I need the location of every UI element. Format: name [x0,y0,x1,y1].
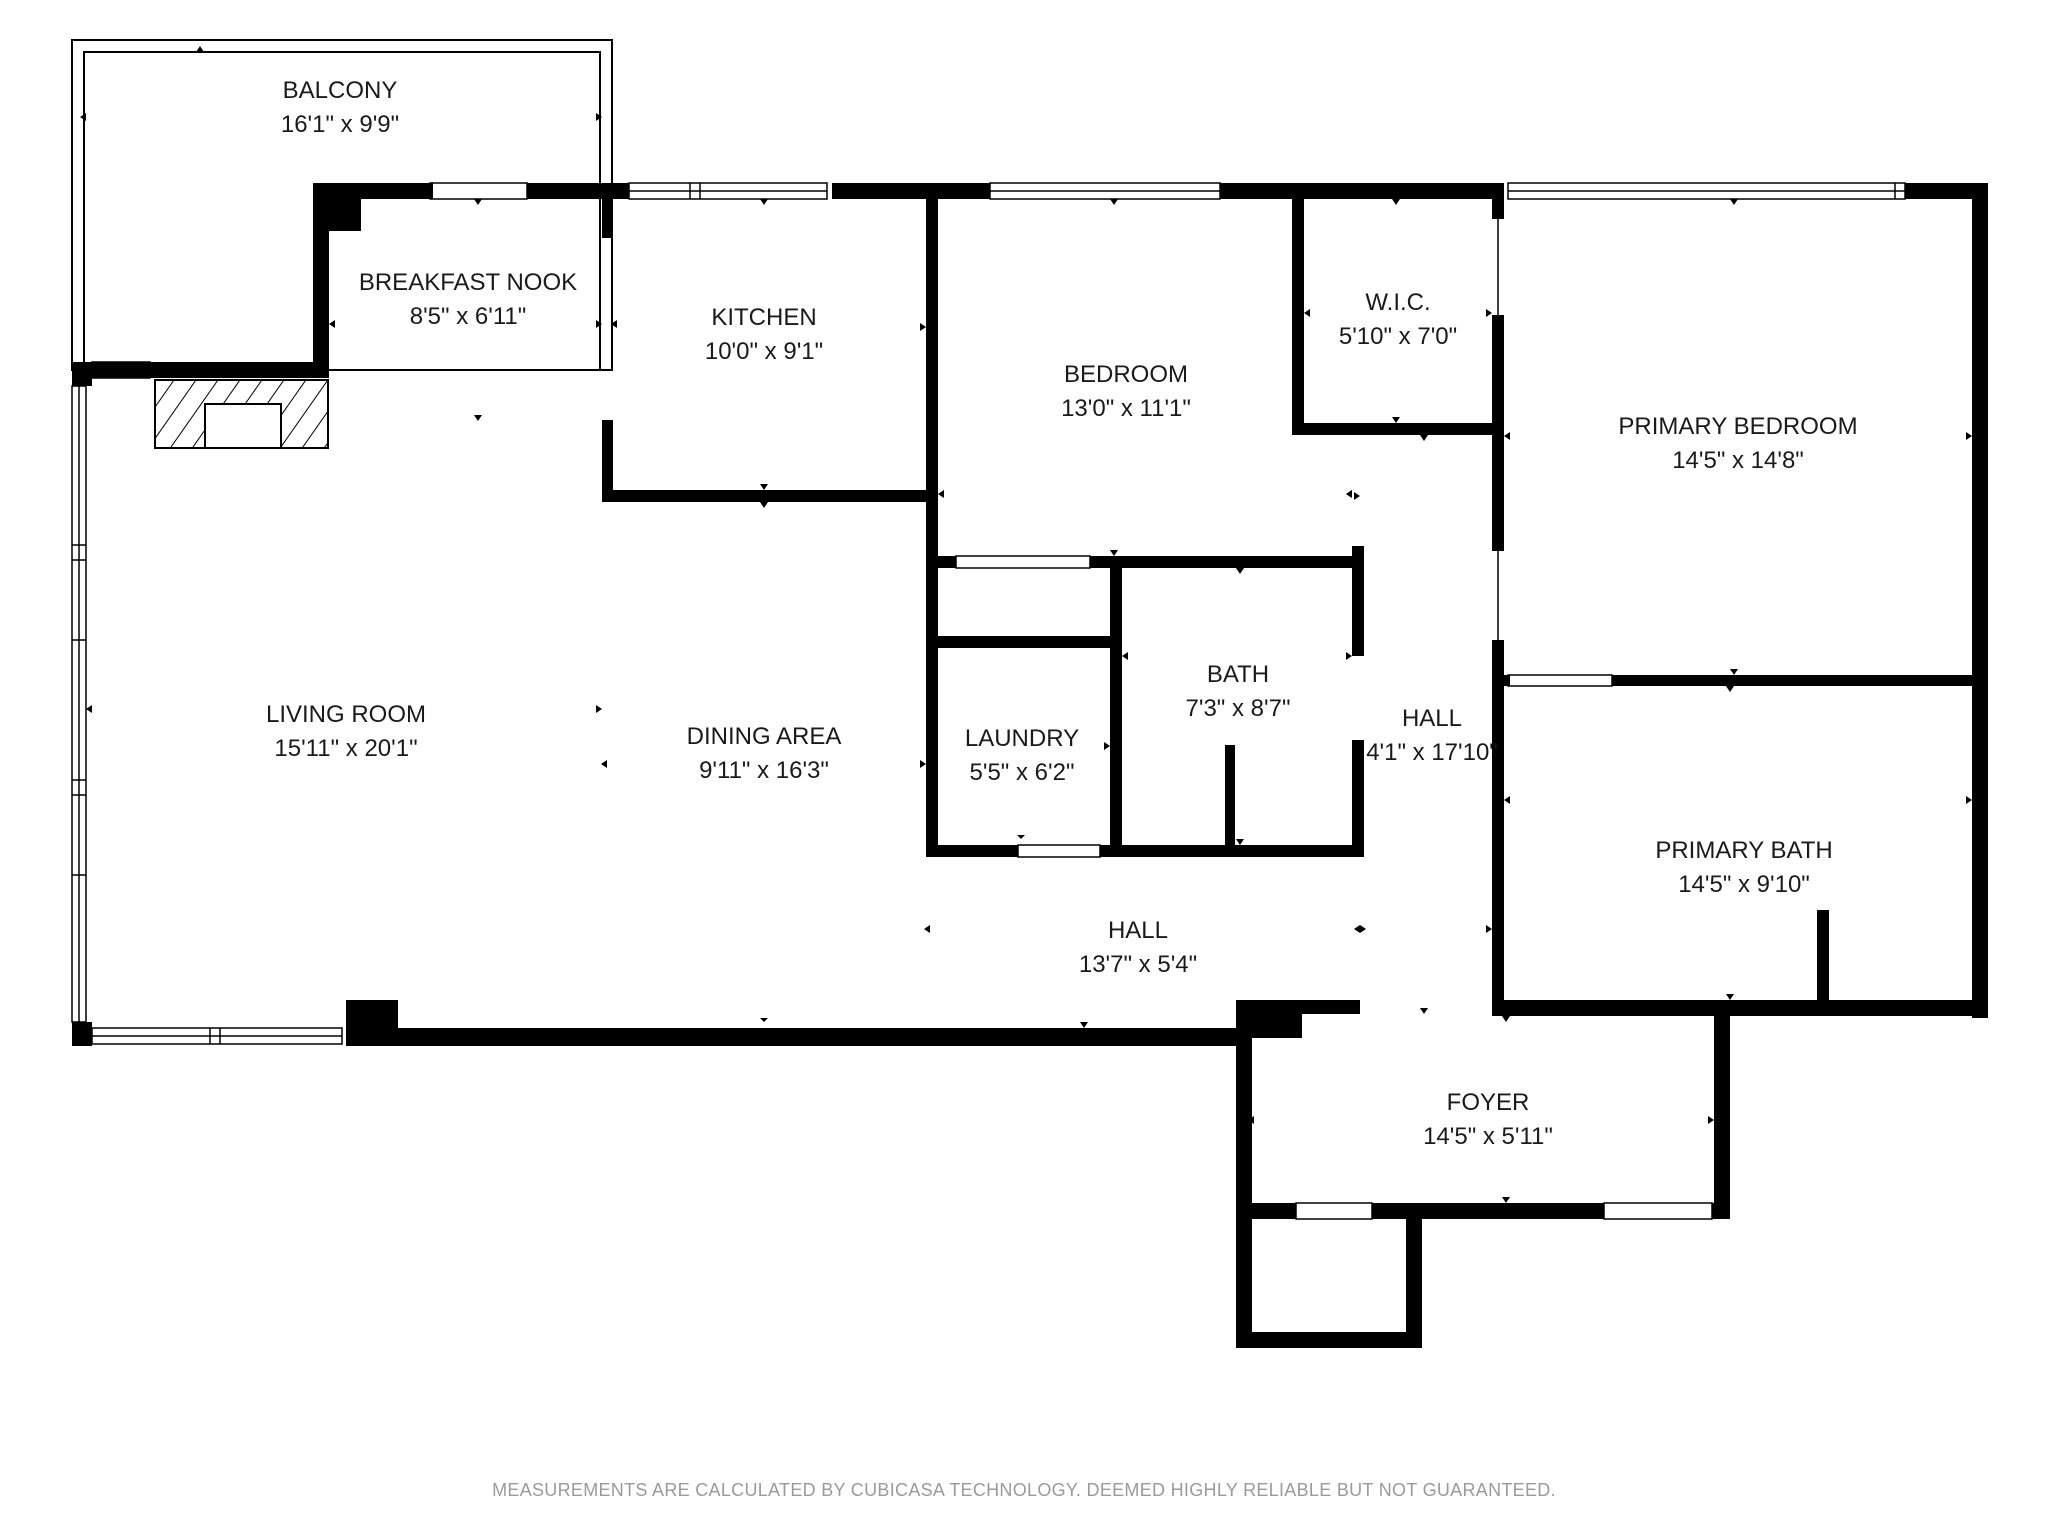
room-kitchen: KITCHEN 10'0" x 9'1" [705,304,823,365]
room-name: LIVING ROOM [266,701,426,728]
room-foyer: FOYER 14'5" x 5'11" [1423,1089,1553,1150]
room-dimensions: 13'7" x 5'4" [1079,951,1197,978]
room-name: HALL [1402,705,1462,732]
room-dimensions: 14'5" x 9'10" [1678,871,1810,898]
room-primary-bath: PRIMARY BATH 14'5" x 9'10" [1655,837,1832,898]
room-name: DINING AREA [687,723,842,750]
room-balcony: BALCONY 16'1" x 9'9" [281,77,399,138]
walls [72,183,1988,1348]
room-name: LAUNDRY [965,725,1079,752]
windows [71,182,1906,1220]
room-name: HALL [1108,917,1168,944]
room-name: FOYER [1447,1089,1530,1116]
room-name: BEDROOM [1064,361,1188,388]
room-wic: W.I.C. 5'10" x 7'0" [1339,289,1457,350]
room-living-room: LIVING ROOM 15'11" x 20'1" [266,701,426,762]
room-primary-bedroom: PRIMARY BEDROOM 14'5" x 14'8" [1618,413,1857,474]
room-name: BATH [1207,661,1269,688]
measurement-disclaimer: MEASUREMENTS ARE CALCULATED BY CUBICASA … [492,1480,1556,1500]
room-dimensions: 10'0" x 9'1" [705,338,823,365]
room-name: BREAKFAST NOOK [359,269,577,296]
room-laundry: LAUNDRY 5'5" x 6'2" [965,725,1079,786]
room-dimensions: 4'1" x 17'10" [1366,739,1498,766]
room-bath: BATH 7'3" x 8'7" [1186,661,1291,722]
room-name: W.I.C. [1365,289,1430,316]
room-hall-vertical: HALL 4'1" x 17'10" [1366,705,1498,766]
room-dimensions: 14'5" x 5'11" [1423,1123,1553,1150]
room-breakfast-nook: BREAKFAST NOOK 8'5" x 6'11" [359,269,577,330]
dimension-markers [80,46,1972,1203]
room-dimensions: 13'0" x 11'1" [1061,395,1191,422]
room-dimensions: 5'10" x 7'0" [1339,323,1457,350]
room-dimensions: 16'1" x 9'9" [281,111,399,138]
room-dimensions: 5'5" x 6'2" [970,759,1075,786]
room-name: KITCHEN [711,304,816,331]
room-dimensions: 8'5" x 6'11" [410,303,527,330]
room-dimensions: 14'5" x 14'8" [1672,447,1804,474]
room-bedroom: BEDROOM 13'0" x 11'1" [1061,361,1191,422]
fireplace [154,379,329,449]
room-name: BALCONY [283,77,398,104]
room-dimensions: 15'11" x 20'1" [274,735,417,762]
room-dimensions: 9'11" x 16'3" [699,757,829,784]
room-dining-area: DINING AREA 9'11" x 16'3" [687,723,842,784]
room-dimensions: 7'3" x 8'7" [1186,695,1291,722]
room-name: PRIMARY BEDROOM [1618,413,1857,440]
room-name: PRIMARY BATH [1655,837,1832,864]
room-hall-horizontal: HALL 13'7" x 5'4" [1079,917,1197,978]
